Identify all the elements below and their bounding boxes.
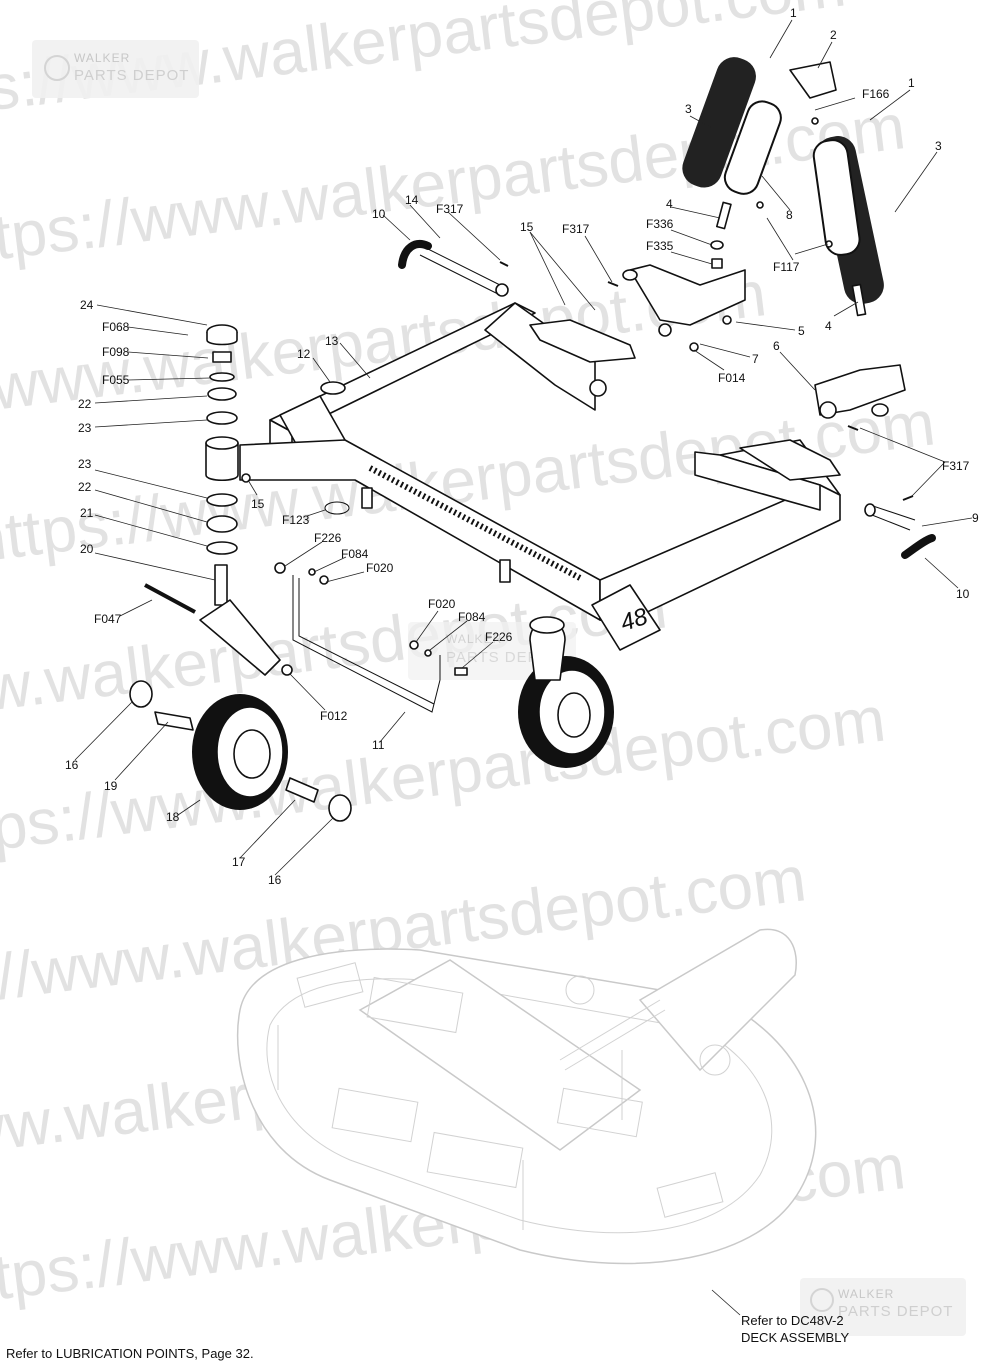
callout-F084-right: F084 bbox=[458, 610, 486, 624]
callout-F084-left: F084 bbox=[341, 547, 369, 561]
callout-13: 13 bbox=[325, 334, 339, 348]
callout-F055: F055 bbox=[102, 373, 130, 387]
callout-F117: F117 bbox=[773, 260, 800, 274]
wheel-left bbox=[129, 680, 352, 822]
pins-and-grips bbox=[398, 240, 936, 559]
deck-reference-line1: Refer to DC48V-2 bbox=[741, 1313, 844, 1328]
callout-F068: F068 bbox=[102, 320, 130, 334]
callout-16-left: 16 bbox=[65, 758, 79, 772]
deck-reference-note: Refer to DC48V-2 DECK ASSEMBLY bbox=[741, 1312, 849, 1346]
callout-F317-right: F317 bbox=[942, 459, 970, 473]
logo-line1-center: WALKER bbox=[446, 632, 502, 646]
callout-12: 12 bbox=[297, 347, 311, 361]
callout-23-top: 23 bbox=[78, 421, 92, 435]
callout-3-left: 3 bbox=[685, 102, 692, 116]
callout-F014: F014 bbox=[718, 371, 746, 385]
callout-2: 2 bbox=[830, 28, 837, 42]
callout-6: 6 bbox=[773, 339, 780, 353]
deck-assembly-illustration bbox=[236, 928, 817, 1265]
callout-14: 14 bbox=[405, 193, 419, 207]
callout-F012: F012 bbox=[320, 709, 348, 723]
callout-8: 8 bbox=[786, 208, 793, 222]
callout-7: 7 bbox=[752, 352, 759, 366]
callout-15-top: 15 bbox=[520, 220, 534, 234]
callout-1-right: 1 bbox=[908, 76, 915, 90]
logo-icon bbox=[44, 55, 70, 81]
leader-lines bbox=[74, 19, 973, 1316]
callout-1-top: 1 bbox=[790, 6, 797, 20]
callout-3-right: 3 bbox=[935, 139, 942, 153]
lift-brackets bbox=[622, 264, 906, 419]
callout-23-lower: 23 bbox=[78, 457, 92, 471]
callout-17: 17 bbox=[232, 855, 246, 869]
callout-4-lower: 4 bbox=[825, 319, 832, 333]
callout-F317-mid: F317 bbox=[562, 222, 590, 236]
callout-22-lower: 22 bbox=[78, 480, 92, 494]
wheel-right bbox=[518, 616, 614, 768]
logo-line1-bottom: WALKER bbox=[838, 1287, 894, 1301]
callout-F020-left: F020 bbox=[366, 561, 394, 575]
callout-22-top: 22 bbox=[78, 397, 92, 411]
callout-16-right: 16 bbox=[268, 873, 282, 887]
callout-15-left: 15 bbox=[251, 497, 265, 511]
caster-parts-left bbox=[144, 324, 281, 676]
callout-F335: F335 bbox=[646, 239, 674, 253]
callout-F317-left: F317 bbox=[436, 202, 464, 216]
callout-F166: F166 bbox=[862, 87, 890, 101]
callout-9: 9 bbox=[972, 511, 979, 525]
callout-labels: 1 2 3 F166 1 3 4 F336 F335 8 F117 4 5 7 … bbox=[65, 6, 979, 887]
logo-badge-top: WALKER PARTS DEPOT bbox=[32, 40, 199, 98]
logo-line1: WALKER bbox=[74, 51, 130, 65]
logo-icon-bottom bbox=[810, 1288, 834, 1312]
callout-18: 18 bbox=[166, 810, 180, 824]
callout-F047: F047 bbox=[94, 612, 122, 626]
callout-F226-left: F226 bbox=[314, 531, 342, 545]
logo-line2-bottom: PARTS DEPOT bbox=[838, 1303, 953, 1320]
handle-assembly bbox=[274, 381, 468, 713]
logo-line2: PARTS DEPOT bbox=[74, 67, 189, 84]
logo-badge-bottom: WALKER PARTS DEPOT bbox=[800, 1278, 966, 1336]
callout-10-right: 10 bbox=[956, 587, 970, 601]
callout-F226-right: F226 bbox=[485, 630, 513, 644]
callout-F020-right: F020 bbox=[428, 597, 456, 611]
watermark-text-6: https://www.walkerpartsdepot.com bbox=[0, 683, 889, 873]
deck-carrier-frame: 48 bbox=[239, 302, 841, 651]
callout-5: 5 bbox=[798, 324, 805, 338]
springs-assembly bbox=[682, 57, 884, 317]
callout-10-left: 10 bbox=[372, 207, 386, 221]
deck-reference-line2: DECK ASSEMBLY bbox=[741, 1330, 850, 1345]
lubrication-note: Refer to LUBRICATION POINTS, Page 32. bbox=[6, 1346, 254, 1361]
callout-20: 20 bbox=[80, 542, 94, 556]
callout-4-top: 4 bbox=[666, 197, 673, 211]
callout-F123: F123 bbox=[282, 513, 310, 527]
callout-F336: F336 bbox=[646, 217, 674, 231]
callout-24: 24 bbox=[80, 298, 94, 312]
callout-19: 19 bbox=[104, 779, 118, 793]
callout-21: 21 bbox=[80, 506, 94, 520]
callout-11: 11 bbox=[372, 738, 385, 752]
callout-F098: F098 bbox=[102, 345, 130, 359]
